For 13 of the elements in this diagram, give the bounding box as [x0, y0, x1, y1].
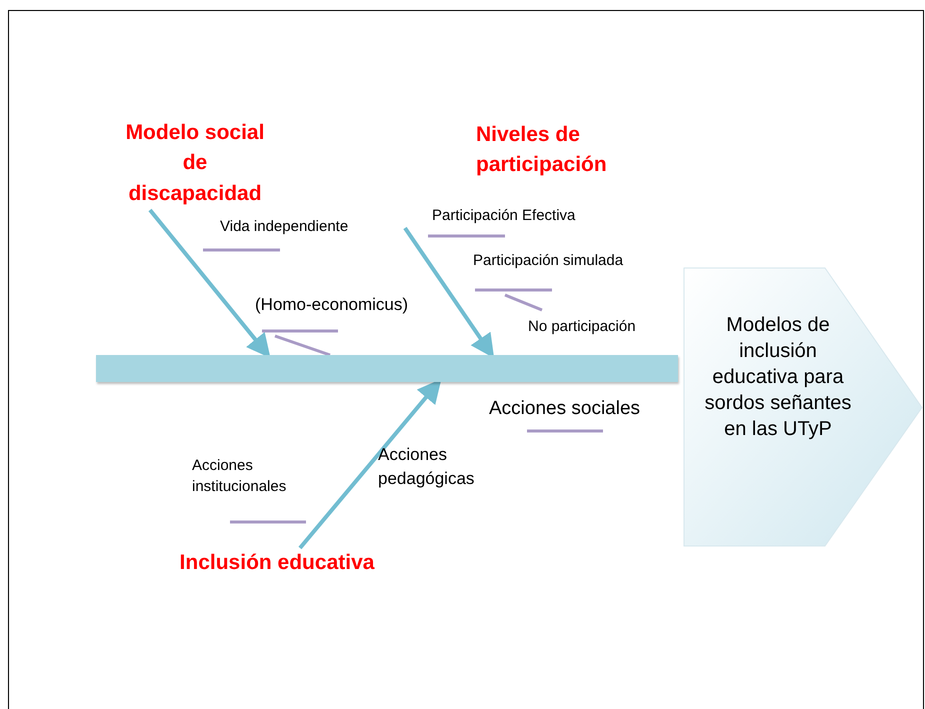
cause-label: No participación: [528, 317, 637, 337]
cause-label: Participación simulada: [473, 251, 624, 271]
category-heading: Inclusión educativa: [172, 548, 382, 578]
cause-label: (Homo-economicus): [255, 294, 410, 316]
category-heading: Niveles de participación: [476, 120, 626, 186]
cause-label: Acciones pedagógicas: [378, 444, 476, 490]
cause-label: Acciones institucionales: [192, 456, 288, 497]
spine-bar: [96, 355, 678, 382]
cause-label: Vida independiente: [220, 217, 350, 237]
cause-label: Participación Efectiva: [432, 206, 576, 226]
category-heading: Modelo social de discapacidad: [120, 118, 270, 210]
effect-text: Modelos de inclusión educativa para sordos señantes en las UTyP: [704, 313, 852, 442]
cause-label: Acciones sociales: [489, 397, 642, 421]
